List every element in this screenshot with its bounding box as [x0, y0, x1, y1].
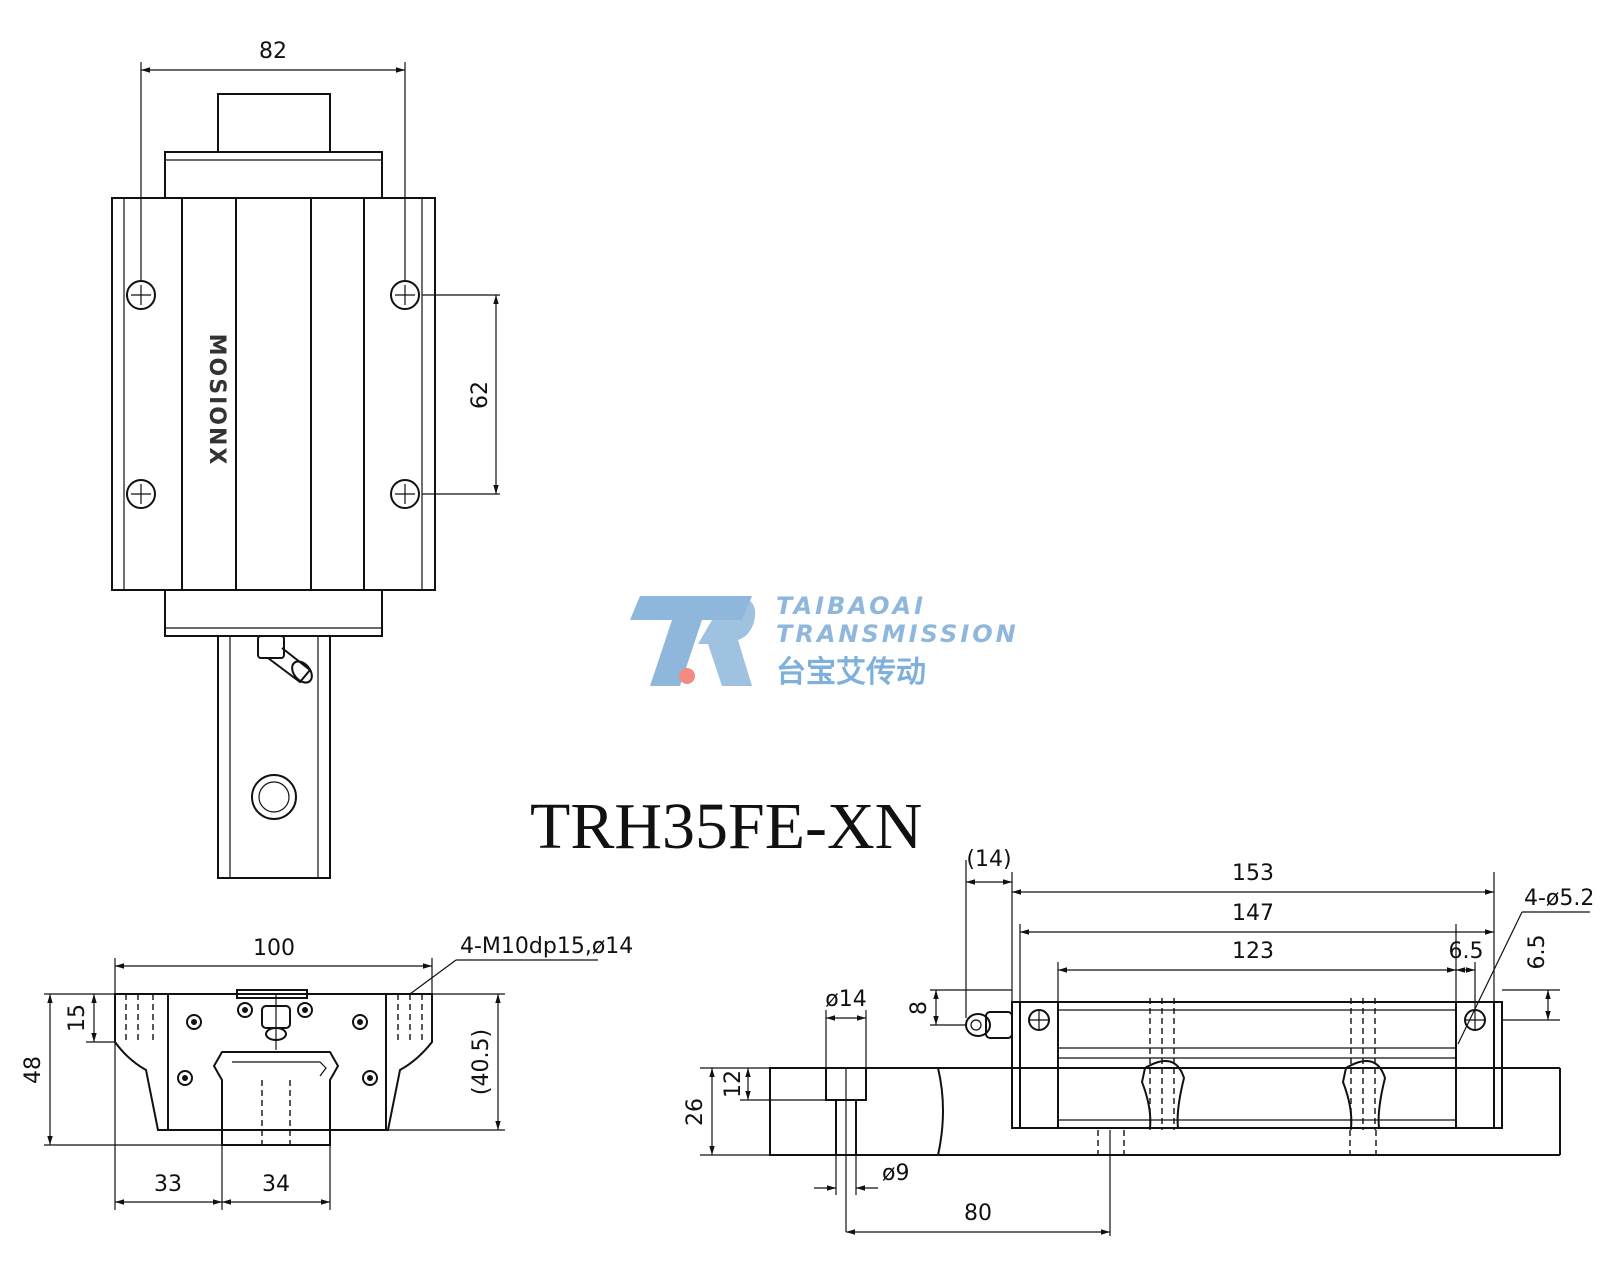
grease-nipple-front-icon — [261, 994, 291, 1050]
side-view: (14) 153 147 123 6.5 6.5 4-ø5.2 8 ø14 12… — [683, 847, 1594, 1236]
mount-hole-icon — [126, 280, 420, 509]
dim-counterbore-depth: 12 — [721, 1070, 746, 1098]
end-screw-icon — [1028, 1009, 1486, 1031]
dim-hole-dia-9: ø9 — [882, 1161, 909, 1186]
dim-length-153: 153 — [1232, 861, 1274, 886]
rail-profile — [212, 1051, 340, 1146]
dim-length-147: 147 — [1232, 901, 1274, 926]
end-seal-bottom — [164, 589, 383, 637]
block-body — [111, 197, 436, 591]
rail-body — [217, 635, 331, 879]
dim-top-15: 15 — [65, 1004, 90, 1032]
end-plate — [167, 993, 387, 1131]
block-stamp-logo: MOSIONX — [204, 334, 229, 467]
dim-edge-6-5: 6.5 — [1449, 939, 1484, 964]
hole-note: 4-ø5.2 — [1524, 886, 1594, 911]
dim-width-100: 100 — [253, 936, 295, 961]
side-block-body — [1011, 1001, 1503, 1129]
dim-nipple-14: (14) — [966, 847, 1011, 872]
rail-top-stub — [217, 93, 331, 153]
dim-height-48: 48 — [21, 1056, 46, 1084]
rail-mount-hole — [251, 774, 297, 820]
dim-block-height: (40.5) — [469, 1029, 494, 1095]
brand-watermark: TAIBAOAI TRANSMISSION 台宝艾传动 — [630, 592, 1019, 690]
taibaoai-logo-icon — [630, 596, 756, 686]
dim-hole-pitch-62: 62 — [468, 381, 493, 409]
logo-dot — [679, 668, 695, 684]
brand-chinese-name: 台宝艾传动 — [776, 655, 926, 690]
grease-nipple-icon — [257, 635, 313, 684]
brand-line1: TAIBAOAI — [776, 592, 926, 620]
dim-width-82: 82 — [259, 39, 287, 64]
dim-length-123: 123 — [1232, 939, 1274, 964]
recirculation-lobe — [1140, 1059, 1186, 1129]
dim-nipple-height-8: 8 — [907, 1001, 932, 1015]
dim-rail-height-26: 26 — [683, 1098, 708, 1126]
recirculation-lobe — [1341, 1059, 1387, 1129]
end-view: 100 4-M10dp15,ø14 48 15 (40.5) 33 34 — [21, 934, 633, 1210]
brand-line2: TRANSMISSION — [776, 620, 1019, 648]
end-seal-top — [164, 151, 383, 199]
top-view: 82 62 MOSIONX — [111, 39, 500, 879]
model-title: TRH35FE-XN — [530, 790, 922, 863]
screw-icon — [177, 1002, 378, 1086]
dim-edge-vertical-6-5: 6.5 — [1525, 935, 1550, 970]
dim-counterbore-dia: ø14 — [825, 987, 866, 1012]
dim-rail-34: 34 — [262, 1172, 290, 1197]
grease-nipple-side-icon — [965, 1011, 1013, 1039]
dim-left-33: 33 — [154, 1172, 182, 1197]
thread-note: 4-M10dp15,ø14 — [460, 934, 633, 959]
dim-pitch-80: 80 — [964, 1201, 992, 1226]
